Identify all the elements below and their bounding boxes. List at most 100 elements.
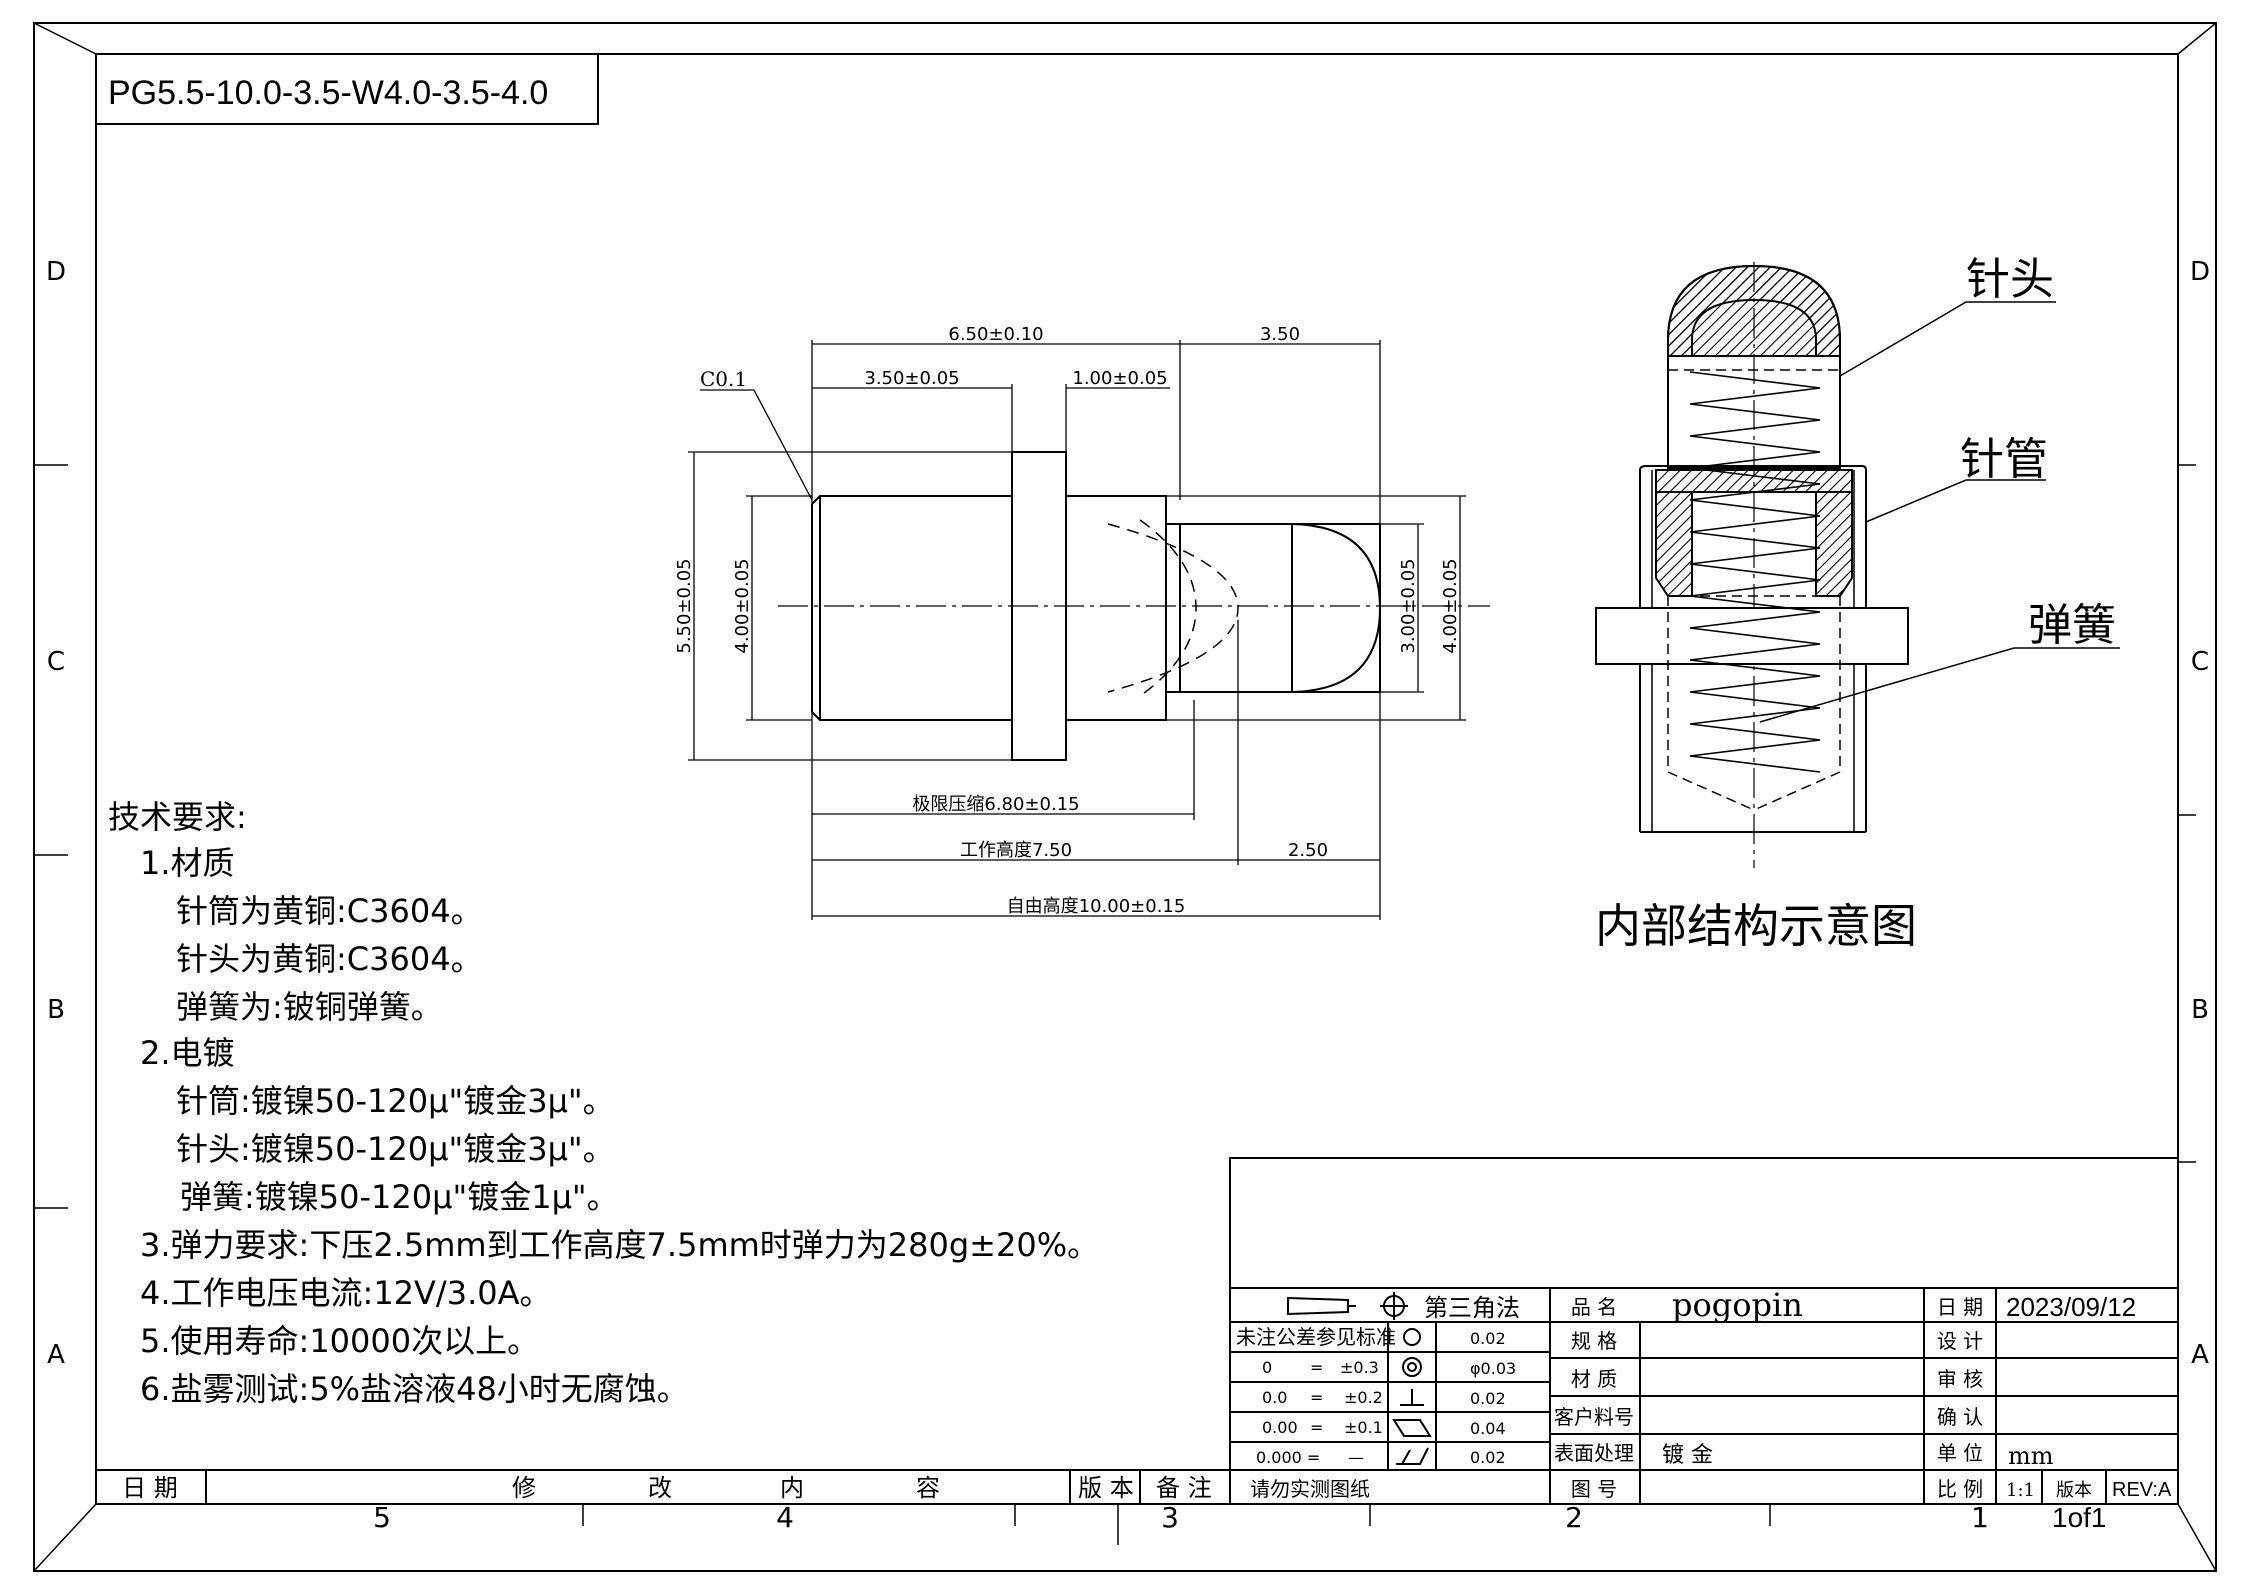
dim-dia-outer: 5.50±0.05: [674, 558, 695, 653]
req-line: 弹簧为:铍铜弹簧。: [176, 988, 443, 1026]
dim-dia-tip-outer: 4.00±0.05: [1440, 558, 1461, 653]
gdt-value: φ0.03: [1470, 1359, 1516, 1378]
rev-value: REV:A: [2112, 1479, 2172, 1501]
rev-col: 修: [512, 1474, 536, 1502]
technical-requirements: 技术要求: 1.材质 针筒为黄铜:C3604。 针头为黄铜:C3604。 弹簧为…: [108, 798, 1099, 1408]
dim-limit-compress: 极限压缩6.80±0.15: [912, 794, 1079, 815]
tol-fmt: 0.000 =: [1256, 1448, 1320, 1467]
zone-number: 2: [1565, 1501, 1583, 1534]
zone-letter-right: C: [2191, 647, 2209, 677]
label-head: 针头: [1966, 254, 2054, 305]
rev-version: 版 本: [1078, 1474, 1134, 1502]
req-line: 1.材质: [140, 844, 235, 882]
zone-number: 3: [1161, 1501, 1179, 1534]
zone-letter-left: D: [46, 257, 66, 287]
no-scale-note: 请勿实测图纸: [1250, 1477, 1370, 1501]
req-heading: 技术要求:: [108, 798, 247, 836]
rev-col: 改: [648, 1474, 672, 1502]
dim-barrel: 3.50±0.05: [864, 368, 959, 389]
req-line: 5.使用寿命:10000次以上。: [140, 1322, 539, 1360]
rev-col: 内: [780, 1474, 804, 1502]
dim-dia-barrel: 4.00±0.05: [732, 558, 753, 653]
zone-letter-right: A: [2191, 1340, 2209, 1370]
rev-remark: 备 注: [1156, 1474, 1212, 1502]
rev-date: 日 期: [122, 1474, 178, 1502]
field-label: 设 计: [1937, 1329, 1983, 1353]
revision-block: 日 期 修 改 内 容 版 本 备 注: [96, 1469, 1230, 1504]
dim-work-height: 工作高度7.50: [960, 840, 1072, 861]
field-label: 单 位: [1937, 1441, 1983, 1465]
tol-value: ±0.1: [1344, 1418, 1383, 1437]
tol-value: ±0.3: [1340, 1358, 1379, 1377]
product-name-value: pogopin: [1672, 1286, 1803, 1324]
zone-letter-right: D: [2190, 257, 2210, 287]
field-label: 材 质: [1571, 1367, 1617, 1391]
zone-number: 4: [776, 1501, 794, 1534]
req-line: 针筒:镀镍50-120μ"镀金3μ"。: [176, 1082, 615, 1120]
zone-letter-left: A: [47, 1340, 65, 1370]
field-label: 比 例: [1937, 1477, 1983, 1501]
tol-fmt: 0: [1262, 1358, 1272, 1377]
tol-value: —: [1348, 1448, 1364, 1467]
req-line: 针筒为黄铜:C3604。: [176, 892, 483, 930]
req-line: 6.盐雾测试:5%盐溶液48小时无腐蚀。: [140, 1370, 689, 1408]
field-label: 品 名: [1571, 1295, 1617, 1319]
section-labels: 针头 针管 弹簧 内部结构示意图: [1595, 254, 2116, 953]
scale-value: 1:1: [2006, 1480, 2035, 1501]
label-spring: 弹簧: [2028, 600, 2116, 651]
dim-stroke: 2.50: [1288, 840, 1328, 861]
gdt-value: 0.02: [1470, 1448, 1506, 1467]
req-line: 弹簧:镀镍50-120μ"镀金1μ"。: [180, 1178, 619, 1216]
field-label: 规 格: [1571, 1329, 1617, 1353]
tol-fmt: 0.0: [1262, 1388, 1287, 1407]
gdt-value: 0.04: [1470, 1419, 1506, 1438]
tol-eq: =: [1310, 1358, 1323, 1377]
field-label: 日 期: [1937, 1295, 1983, 1319]
req-line: 针头:镀镍50-120μ"镀金3μ"。: [176, 1130, 615, 1168]
tol-eq: =: [1310, 1418, 1323, 1437]
section-title: 内部结构示意图: [1595, 899, 1917, 953]
date-value: 2023/09/12: [2006, 1292, 2136, 1322]
label-tube: 针管: [1960, 434, 2048, 485]
dim-chamfer: C0.1: [700, 367, 747, 391]
field-label: 表面处理: [1554, 1441, 1634, 1465]
side-view: [778, 451, 1490, 761]
req-line: 2.电镀: [140, 1034, 235, 1072]
gdt-symbols: [1392, 1328, 1432, 1465]
dimension-lines: [688, 340, 1466, 920]
dimension-texts: 6.50±0.10 3.50 3.50±0.05 1.00±0.05 C0.1 …: [674, 324, 1461, 917]
rev-col: 容: [916, 1474, 940, 1502]
tolerance-note: 未注公差参见标准: [1236, 1325, 1396, 1349]
dim-free-height: 自由高度10.00±0.15: [1007, 896, 1186, 917]
projection-label: 第三角法: [1424, 1294, 1520, 1322]
title-block: 第三角法 未注公差参见标准 请勿实测图纸 0 = ±0.3 0.0 = ±0.2…: [1229, 1157, 2179, 1533]
surface-value: 镀 金: [1662, 1443, 1713, 1468]
gdt-value: 0.02: [1470, 1329, 1506, 1348]
zone-letter-left: B: [47, 995, 65, 1025]
zone-letter-right: B: [2191, 995, 2209, 1025]
dim-flange: 1.00±0.05: [1072, 368, 1167, 389]
gdt-value: 0.02: [1470, 1389, 1506, 1408]
field-label: 审 核: [1937, 1367, 1983, 1391]
flatness-icon: [1392, 1419, 1432, 1437]
dim-dia-tip: 3.00±0.05: [1398, 558, 1419, 653]
req-line: 针头为黄铜:C3604。: [176, 940, 483, 978]
dim-head-ext: 3.50: [1260, 324, 1300, 345]
zone-number: 5: [373, 1501, 391, 1534]
part-number-box: PG5.5-10.0-3.5-W4.0-3.5-4.0: [95, 53, 599, 125]
concentricity-icon: [1402, 1357, 1422, 1377]
part-number: PG5.5-10.0-3.5-W4.0-3.5-4.0: [108, 74, 548, 112]
req-line: 4.工作电压电流:12V/3.0A。: [140, 1274, 552, 1312]
zone-letters: D C B A D C B A: [46, 257, 2210, 1370]
tol-fmt: 0.00: [1262, 1418, 1298, 1437]
field-label: 客户料号: [1554, 1405, 1634, 1429]
field-label: 图 号: [1571, 1477, 1617, 1501]
sheet-frame: [33, 22, 2217, 1572]
zone-letter-left: C: [47, 647, 65, 677]
tol-eq: =: [1310, 1388, 1323, 1407]
runout-icon: [1396, 1447, 1429, 1465]
zone-number: 1: [1971, 1501, 1989, 1534]
req-line: 3.弹力要求:下压2.5mm到工作高度7.5mm时弹力为280g±20%。: [140, 1226, 1099, 1264]
section-view: [1595, 262, 2120, 868]
